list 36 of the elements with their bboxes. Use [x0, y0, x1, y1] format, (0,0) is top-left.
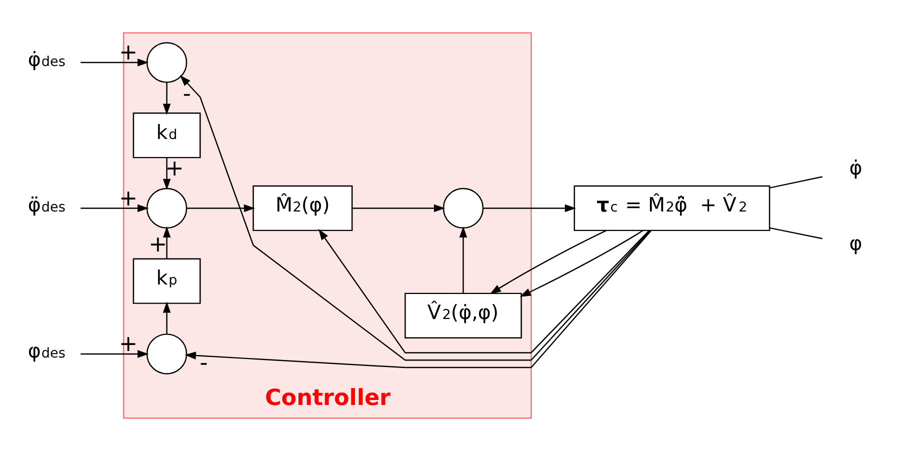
arrow: [80, 204, 149, 212]
edge-label: -: [200, 349, 208, 376]
arrow: [180, 74, 651, 360]
edge-label: +: [165, 155, 184, 182]
node-box: τc = M̂2φ̈̂ + V̂2: [574, 184, 770, 231]
node-circle: [146, 42, 188, 82]
arrow: [162, 157, 171, 190]
connector: [770, 226, 822, 239]
node-box: M̂2(φ): [252, 184, 353, 231]
arrow: [162, 226, 171, 258]
arrow: [162, 82, 171, 114]
arrow: [459, 226, 468, 293]
node-box: V̂2(φ̇,φ): [404, 292, 522, 338]
arrow: [80, 58, 149, 66]
arrow: [318, 228, 650, 353]
node-text: φ̈des: [28, 193, 66, 216]
arrow: [352, 204, 446, 212]
arrow: [186, 204, 256, 212]
arrow: [162, 301, 171, 334]
arrow: [184, 230, 652, 368]
arrow: [490, 229, 607, 294]
node-circle: [146, 333, 188, 374]
arrow: [520, 230, 644, 296]
node-circle: [146, 187, 188, 228]
edge-label: +: [148, 231, 168, 258]
edge-label: -: [182, 80, 191, 106]
arrow: [80, 350, 149, 358]
node-text: φ̇: [849, 156, 862, 180]
node-text: φ: [849, 231, 862, 254]
arrow: [483, 204, 576, 212]
node-circle: [442, 187, 484, 228]
node-box: kp: [132, 258, 201, 304]
node-text: φdes: [28, 338, 66, 362]
node-text: φ̇des: [28, 47, 66, 70]
node-box: kd: [132, 112, 201, 158]
connector: [770, 176, 822, 188]
